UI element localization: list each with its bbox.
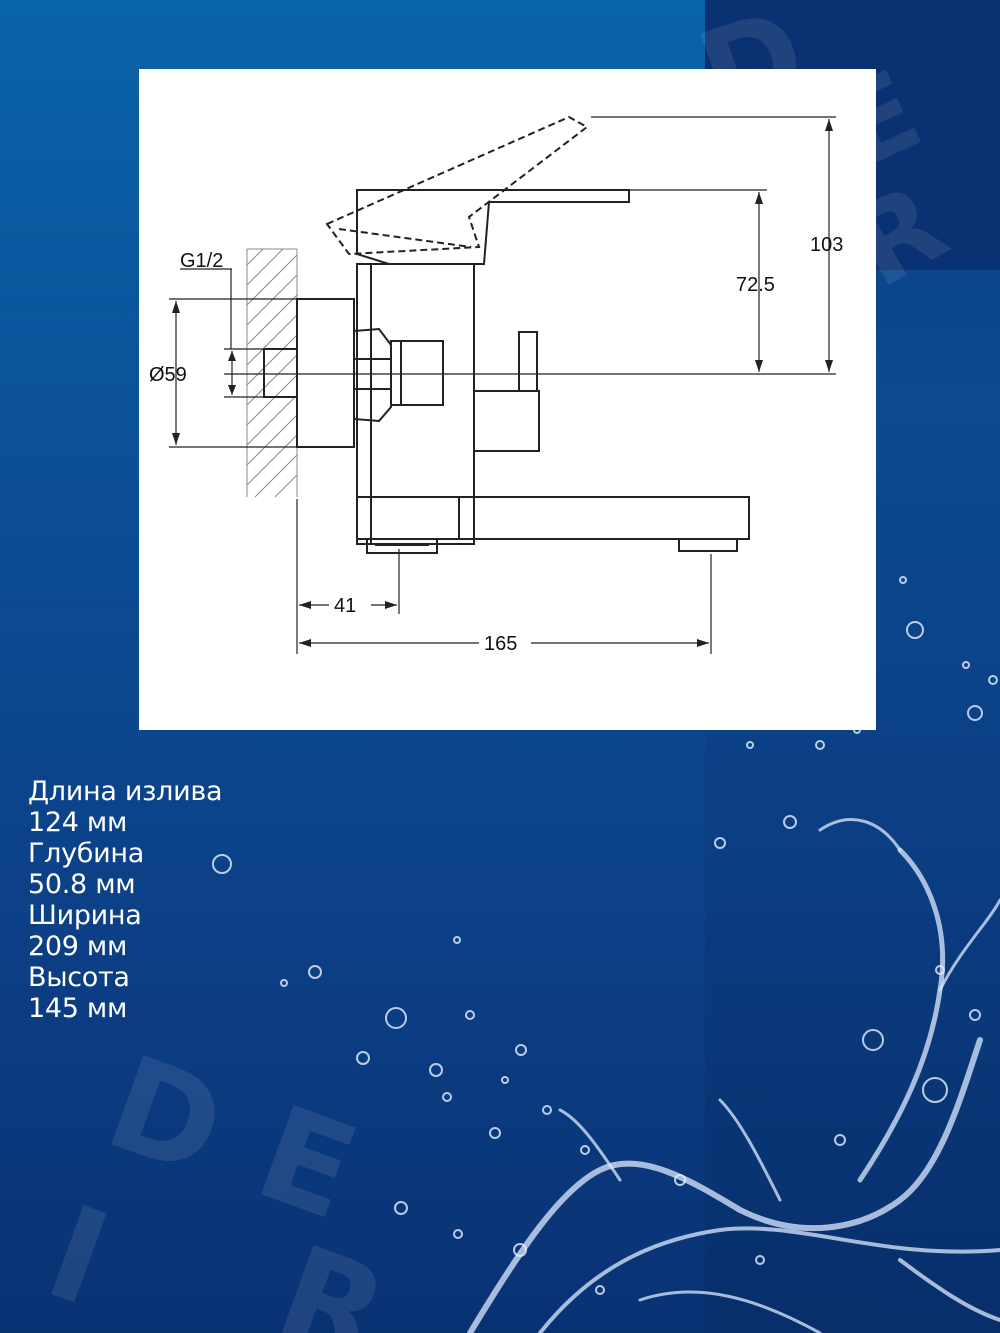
spout-length-value: 124 мм [28, 807, 128, 838]
depth-label: 41 [334, 595, 356, 617]
faucet-drawing: G1/2 Ø59 103 72.5 41 165 [149, 115, 843, 655]
height-value: 145 мм [28, 993, 128, 1024]
height-label: Высота [28, 962, 130, 993]
water-splash [467, 818, 1000, 1333]
svg-text:I: I [29, 1176, 126, 1333]
diameter-label: Ø59 [149, 364, 187, 386]
spout-length-label: Длина излива [28, 776, 223, 807]
svg-text:D: D [89, 1026, 242, 1206]
depth-value: 50.8 мм [28, 869, 136, 900]
wall-hatch [246, 248, 298, 498]
technical-drawing-panel: G1/2 Ø59 103 72.5 41 165 [139, 69, 876, 730]
width-value: 209 мм [28, 931, 128, 962]
svg-text:E: E [239, 1076, 374, 1249]
specs-list: Длина излива 124 мм Глубина 50.8 мм Шири… [28, 776, 223, 1024]
length-label: 165 [484, 633, 517, 655]
thread-label: G1/2 [180, 250, 223, 272]
height-total-label: 103 [810, 234, 843, 256]
water-droplets [212, 576, 998, 1295]
handle-raised-outline [325, 115, 589, 256]
width-label: Ширина [28, 900, 142, 931]
height-inner-label: 72.5 [736, 274, 775, 296]
depth-label: Глубина [28, 838, 144, 869]
